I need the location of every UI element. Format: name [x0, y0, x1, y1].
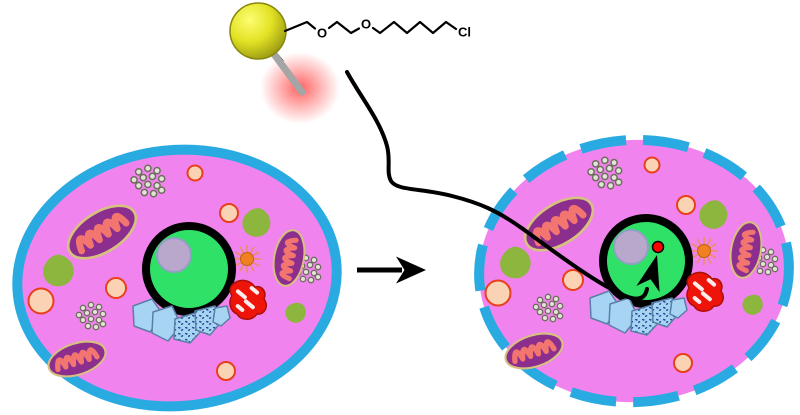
chloroalkane-linker: O O Cl [283, 17, 471, 41]
chlorine-label: Cl [458, 25, 471, 40]
oxygen-label: O [361, 17, 371, 32]
thread-line [345, 70, 649, 301]
oxygen-label: O [317, 26, 327, 41]
nuclear-target-dot [651, 240, 665, 254]
transition-arrow [357, 256, 426, 284]
probe-assembly: O O Cl [229, 2, 471, 124]
right-cell [474, 134, 794, 408]
gold-bead [229, 2, 287, 60]
delivery-thread [345, 70, 665, 301]
thread-arrowhead [636, 255, 660, 293]
left-cell [12, 144, 342, 412]
